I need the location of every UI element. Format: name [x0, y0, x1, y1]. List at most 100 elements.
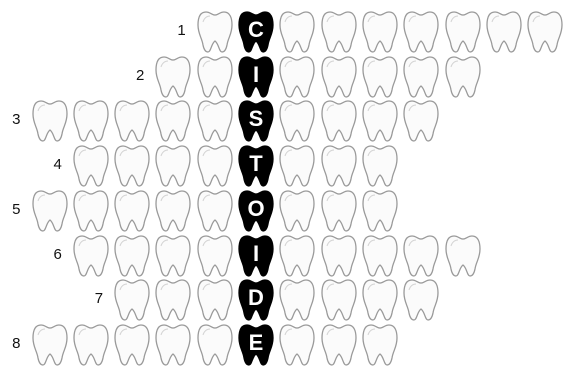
tooth-cell[interactable] [485, 10, 523, 54]
tooth-cell[interactable] [72, 189, 110, 233]
tooth-cell[interactable] [113, 278, 151, 322]
tooth-icon [444, 55, 482, 99]
tooth-cell[interactable] [72, 323, 110, 367]
tooth-cell[interactable] [361, 10, 399, 54]
tooth-cell[interactable] [361, 99, 399, 143]
tooth-cell[interactable] [113, 234, 151, 278]
tooth-cell[interactable] [320, 278, 358, 322]
tooth-icon [113, 278, 151, 322]
tooth-cell[interactable] [196, 10, 234, 54]
tooth-cell[interactable] [278, 10, 316, 54]
tooth-cell[interactable] [526, 10, 564, 54]
tooth-cell[interactable] [361, 323, 399, 367]
tooth-cell[interactable] [320, 189, 358, 233]
key-tooth-cell[interactable]: D [237, 278, 275, 322]
tooth-cell[interactable] [113, 144, 151, 188]
tooth-cell[interactable] [402, 10, 440, 54]
key-letter: T [237, 151, 275, 177]
key-tooth-cell[interactable]: I [237, 55, 275, 99]
tooth-cell[interactable] [278, 278, 316, 322]
tooth-cell[interactable] [278, 323, 316, 367]
key-tooth-cell[interactable]: E [237, 323, 275, 367]
tooth-cell[interactable] [113, 99, 151, 143]
key-tooth-cell[interactable]: C [237, 10, 275, 54]
tooth-cell[interactable] [278, 234, 316, 278]
tooth-cell[interactable] [361, 234, 399, 278]
tooth-cell[interactable] [320, 99, 358, 143]
tooth-cell[interactable] [196, 55, 234, 99]
tooth-cell[interactable] [154, 323, 192, 367]
tooth-cell[interactable] [72, 144, 110, 188]
tooth-cell[interactable] [72, 234, 110, 278]
tooth-icon [196, 99, 234, 143]
tooth-cell[interactable] [402, 234, 440, 278]
tooth-cell[interactable] [154, 99, 192, 143]
tooth-icon [154, 99, 192, 143]
tooth-cell[interactable] [154, 144, 192, 188]
tooth-cell[interactable] [72, 99, 110, 143]
key-tooth-cell[interactable]: S [237, 99, 275, 143]
tooth-cell[interactable] [361, 144, 399, 188]
tooth-icon [320, 323, 358, 367]
tooth-cell[interactable] [154, 189, 192, 233]
tooth-cell[interactable] [196, 189, 234, 233]
tooth-cell[interactable] [402, 278, 440, 322]
tooth-icon [278, 234, 316, 278]
tooth-cell[interactable] [196, 234, 234, 278]
tooth-cell[interactable] [113, 189, 151, 233]
tooth-cell[interactable] [278, 144, 316, 188]
tooth-icon [402, 55, 440, 99]
tooth-cell[interactable] [320, 234, 358, 278]
tooth-cell[interactable] [444, 10, 482, 54]
tooth-cell[interactable] [361, 189, 399, 233]
tooth-icon [526, 10, 564, 54]
tooth-cell[interactable] [320, 144, 358, 188]
tooth-cell[interactable] [361, 55, 399, 99]
tooth-cell[interactable] [196, 99, 234, 143]
key-letter: E [237, 330, 275, 356]
key-letter: D [237, 285, 275, 311]
tooth-icon [154, 189, 192, 233]
tooth-icon [444, 10, 482, 54]
tooth-cell[interactable] [444, 234, 482, 278]
tooth-cell[interactable] [320, 55, 358, 99]
tooth-cell[interactable] [31, 323, 69, 367]
tooth-cell[interactable] [196, 278, 234, 322]
tooth-cell[interactable] [196, 323, 234, 367]
tooth-cell[interactable] [278, 55, 316, 99]
tooth-icon [402, 99, 440, 143]
tooth-icon [196, 323, 234, 367]
tooth-cell[interactable] [154, 234, 192, 278]
key-tooth-cell[interactable]: O [237, 189, 275, 233]
tooth-icon [72, 323, 110, 367]
tooth-icon [154, 144, 192, 188]
tooth-icon [72, 144, 110, 188]
tooth-cell[interactable] [154, 278, 192, 322]
tooth-cell[interactable] [361, 278, 399, 322]
tooth-icon [31, 99, 69, 143]
tooth-cell[interactable] [278, 189, 316, 233]
row-number: 5 [7, 201, 21, 218]
tooth-cell[interactable] [402, 55, 440, 99]
tooth-cell[interactable] [444, 55, 482, 99]
key-tooth-cell[interactable]: T [237, 144, 275, 188]
tooth-cell[interactable] [113, 323, 151, 367]
key-tooth-cell[interactable]: I [237, 234, 275, 278]
tooth-icon [361, 10, 399, 54]
tooth-cell[interactable] [31, 99, 69, 143]
tooth-icon [72, 189, 110, 233]
tooth-cell[interactable] [320, 10, 358, 54]
tooth-cell[interactable] [154, 55, 192, 99]
tooth-cell[interactable] [278, 99, 316, 143]
tooth-cell[interactable] [320, 323, 358, 367]
tooth-icon [402, 278, 440, 322]
tooth-icon [402, 10, 440, 54]
tooth-cell[interactable] [196, 144, 234, 188]
tooth-icon [31, 189, 69, 233]
tooth-cell[interactable] [31, 189, 69, 233]
tooth-cell[interactable] [402, 99, 440, 143]
tooth-icon [278, 99, 316, 143]
tooth-icon [361, 323, 399, 367]
tooth-icon [154, 323, 192, 367]
